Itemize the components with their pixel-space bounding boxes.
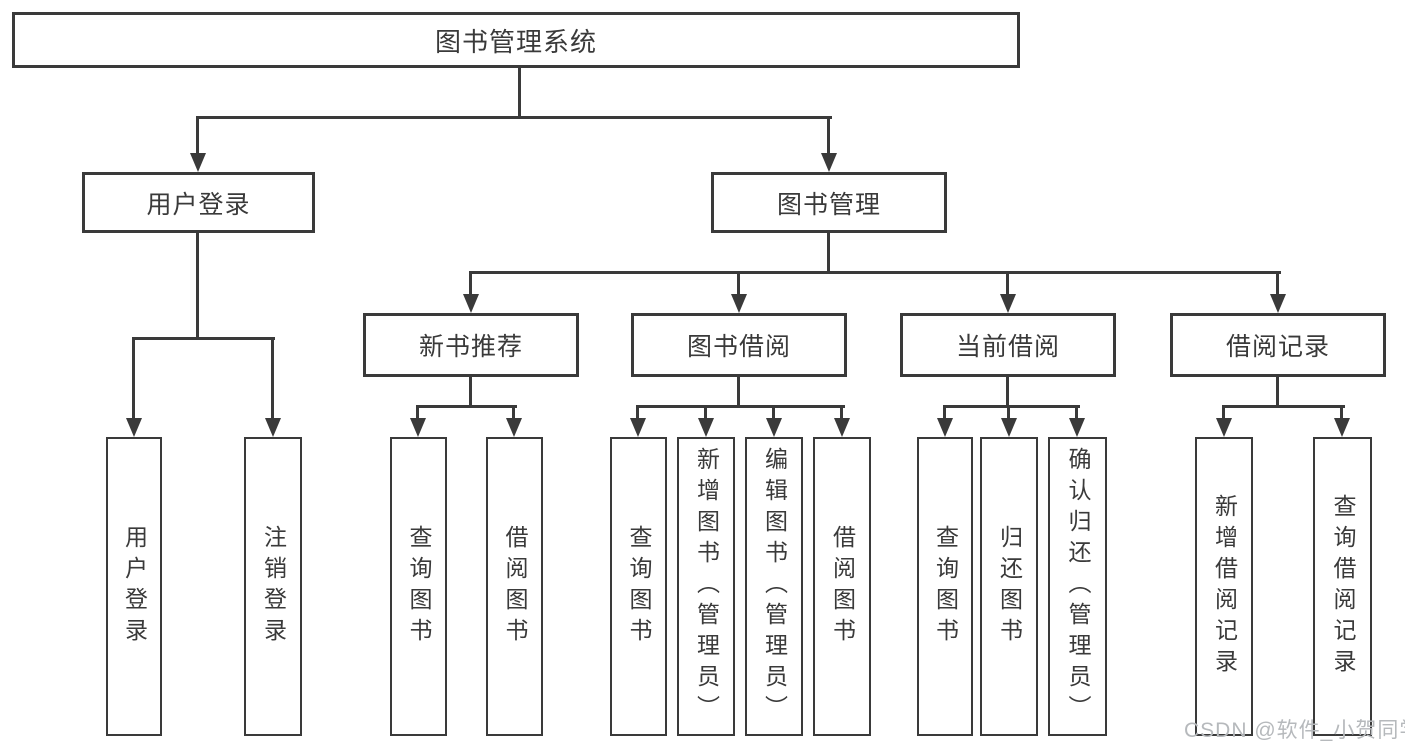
node-borrow-records-label: 借阅记录 bbox=[1225, 333, 1330, 361]
edge-drop-query-books-2 bbox=[636, 405, 639, 421]
arrowhead-borrow-books-2 bbox=[834, 418, 850, 437]
edge-drop-add-borrow-record bbox=[1222, 405, 1225, 421]
leaf-query-borrow-record-label: 查询借阅记录 bbox=[1330, 493, 1356, 680]
arrowhead-return-books bbox=[1001, 418, 1017, 437]
arrowhead-book-management bbox=[821, 153, 837, 172]
node-new-book-recommend: 新书推荐 bbox=[363, 313, 579, 377]
edge-book-management-split bbox=[469, 271, 1281, 274]
node-book-management: 图书管理 bbox=[711, 172, 947, 233]
leaf-borrow-books-1: 借阅图书 bbox=[486, 437, 543, 736]
arrowhead-leaf-logout bbox=[265, 418, 281, 437]
edge-drop-edit-book bbox=[772, 405, 775, 421]
leaf-edit-book-admin-label: 编辑图书（管理员） bbox=[761, 447, 788, 726]
edge-drop-borrow-books-1 bbox=[512, 405, 515, 421]
arrowhead-new-book-recommend bbox=[463, 294, 479, 313]
edge-drop-user-login bbox=[196, 116, 199, 155]
edge-drop-leaf-user-login bbox=[132, 337, 135, 421]
arrowhead-add-book bbox=[698, 418, 714, 437]
leaf-logout-label: 注销登录 bbox=[260, 524, 287, 649]
leaf-query-borrow-record: 查询借阅记录 bbox=[1313, 437, 1372, 736]
edge-drop-book-management bbox=[827, 116, 830, 155]
edge-drop-new-book-recommend bbox=[469, 271, 472, 296]
edge-borrow-records-split bbox=[1222, 405, 1345, 408]
arrowhead-borrow-records bbox=[1270, 294, 1286, 313]
leaf-borrow-books-1-label: 借阅图书 bbox=[502, 524, 528, 649]
leaf-add-book-admin-label: 新增图书（管理员） bbox=[693, 447, 720, 726]
leaf-add-borrow-record: 新增借阅记录 bbox=[1195, 437, 1253, 736]
arrowhead-query-books-1 bbox=[410, 418, 426, 437]
node-user-login: 用户登录 bbox=[82, 172, 315, 233]
leaf-query-books-2: 查询图书 bbox=[610, 437, 667, 736]
arrowhead-query-books-2 bbox=[630, 418, 646, 437]
arrowhead-borrow-books-1 bbox=[506, 418, 522, 437]
node-book-management-label: 图书管理 bbox=[776, 190, 881, 219]
edge-current-borrowing-stem bbox=[1006, 377, 1009, 408]
leaf-confirm-return-admin: 确认归还（管理员） bbox=[1048, 437, 1107, 736]
node-user-login-label: 用户登录 bbox=[146, 190, 251, 219]
leaf-query-books-3-label: 查询图书 bbox=[932, 524, 959, 649]
edge-new-book-recommend-split bbox=[416, 405, 517, 408]
arrowhead-book-borrowing bbox=[731, 294, 747, 313]
leaf-confirm-return-admin-label: 确认归还（管理员） bbox=[1065, 447, 1091, 726]
leaf-logout: 注销登录 bbox=[244, 437, 302, 736]
edge-current-borrowing-split bbox=[943, 405, 1080, 408]
edge-drop-return-books bbox=[1007, 405, 1010, 421]
edge-drop-add-book bbox=[704, 405, 707, 421]
leaf-query-books-2-label: 查询图书 bbox=[626, 524, 652, 649]
arrowhead-add-borrow-record bbox=[1216, 418, 1232, 437]
edge-book-borrowing-split bbox=[636, 405, 845, 408]
edge-drop-query-borrow-record bbox=[1340, 405, 1343, 421]
leaf-edit-book-admin: 编辑图书（管理员） bbox=[745, 437, 803, 736]
leaf-borrow-books-2: 借阅图书 bbox=[813, 437, 871, 736]
edge-new-book-recommend-stem bbox=[469, 377, 472, 408]
edge-book-borrowing-stem bbox=[737, 377, 740, 408]
leaf-user-login-label: 用户登录 bbox=[121, 524, 148, 649]
leaf-add-borrow-record-label: 新增借阅记录 bbox=[1211, 493, 1238, 680]
node-borrow-records: 借阅记录 bbox=[1170, 313, 1386, 377]
edge-drop-leaf-logout bbox=[271, 337, 274, 421]
arrowhead-query-books-3 bbox=[937, 418, 953, 437]
node-book-borrowing: 图书借阅 bbox=[631, 313, 847, 377]
edge-user-login-split bbox=[132, 337, 275, 340]
leaf-borrow-books-2-label: 借阅图书 bbox=[829, 524, 856, 649]
arrowhead-edit-book bbox=[766, 418, 782, 437]
leaf-query-books-3: 查询图书 bbox=[917, 437, 973, 736]
arrowhead-leaf-user-login bbox=[126, 418, 142, 437]
edge-drop-book-borrowing bbox=[737, 271, 740, 296]
csdn-watermark: CSDN @软件_小贺同学 bbox=[1184, 719, 1405, 742]
edge-drop-confirm-return bbox=[1075, 405, 1078, 421]
edge-borrow-records-stem bbox=[1276, 377, 1279, 408]
edge-drop-query-books-3 bbox=[943, 405, 946, 421]
node-current-borrowing: 当前借阅 bbox=[900, 313, 1116, 377]
edge-user-login-stem bbox=[196, 233, 199, 340]
leaf-query-books-1: 查询图书 bbox=[390, 437, 447, 736]
leaf-add-book-admin: 新增图书（管理员） bbox=[677, 437, 735, 736]
node-system-root: 图书管理系统 bbox=[12, 12, 1020, 68]
edge-drop-query-books-1 bbox=[416, 405, 419, 421]
node-book-borrowing-label: 图书借阅 bbox=[686, 333, 791, 361]
leaf-query-books-1-label: 查询图书 bbox=[406, 524, 432, 649]
edge-root-stem bbox=[518, 67, 521, 119]
node-system-root-label: 图书管理系统 bbox=[434, 26, 597, 57]
arrowhead-confirm-return bbox=[1069, 418, 1085, 437]
leaf-user-login: 用户登录 bbox=[106, 437, 162, 736]
arrowhead-query-borrow-record bbox=[1334, 418, 1350, 437]
node-current-borrowing-label: 当前借阅 bbox=[955, 333, 1060, 361]
node-new-book-recommend-label: 新书推荐 bbox=[418, 333, 523, 361]
edge-drop-borrow-records bbox=[1276, 271, 1279, 296]
leaf-return-books: 归还图书 bbox=[980, 437, 1038, 736]
arrowhead-user-login bbox=[190, 153, 206, 172]
leaf-return-books-label: 归还图书 bbox=[996, 524, 1023, 649]
edge-drop-current-borrowing bbox=[1006, 271, 1009, 296]
arrowhead-current-borrowing bbox=[1000, 294, 1016, 313]
edge-drop-borrow-books-2 bbox=[840, 405, 843, 421]
edge-book-management-stem bbox=[827, 233, 830, 274]
edge-root-split bbox=[196, 116, 832, 119]
